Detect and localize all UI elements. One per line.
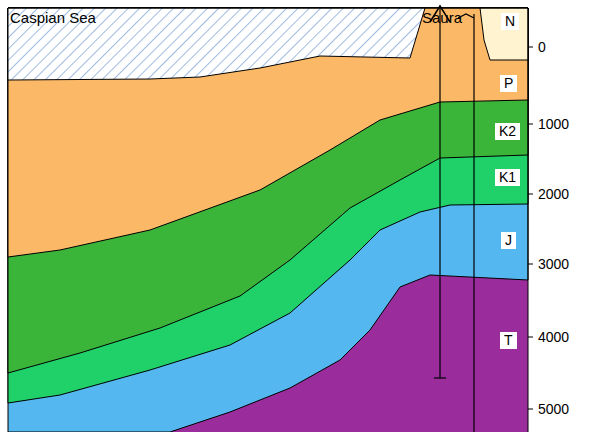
neogene-layer <box>480 8 528 60</box>
jurassic-layer <box>8 8 528 432</box>
axis-ticks <box>528 47 533 409</box>
layer-code: T <box>504 332 513 348</box>
layer-label: P <box>500 75 517 92</box>
layer-code: K1 <box>499 169 516 185</box>
well-bottom <box>434 377 446 378</box>
well <box>439 6 440 378</box>
layer-label: K2 <box>495 123 520 140</box>
layer-label: K1 <box>495 169 520 186</box>
layer-code: J <box>505 232 512 248</box>
depth-value: 4000 <box>538 329 569 346</box>
surface-line <box>8 8 528 9</box>
depth-value: 0 <box>538 39 546 56</box>
well-name: Saura <box>422 9 462 26</box>
depth-axis <box>528 8 529 432</box>
layer-code: N <box>505 13 515 29</box>
well <box>473 14 474 432</box>
triassic-layer <box>8 8 528 432</box>
layer-code: K2 <box>499 123 516 139</box>
depth-value: 3000 <box>538 256 569 273</box>
lower-cretaceous-layer <box>8 8 528 403</box>
layer-label: T <box>500 332 517 349</box>
depth-value: 2000 <box>538 186 569 203</box>
depth-value: 5000 <box>538 401 569 418</box>
upper-cretaceous-layer <box>8 8 528 373</box>
layer-label: N <box>501 13 519 30</box>
paleogene-layer <box>8 8 528 257</box>
layer-label: J <box>501 232 516 249</box>
sea <box>8 8 425 80</box>
depth-value: 1000 <box>538 116 569 133</box>
layer-code: P <box>504 75 513 91</box>
sea-name: Caspian Sea <box>10 9 96 26</box>
